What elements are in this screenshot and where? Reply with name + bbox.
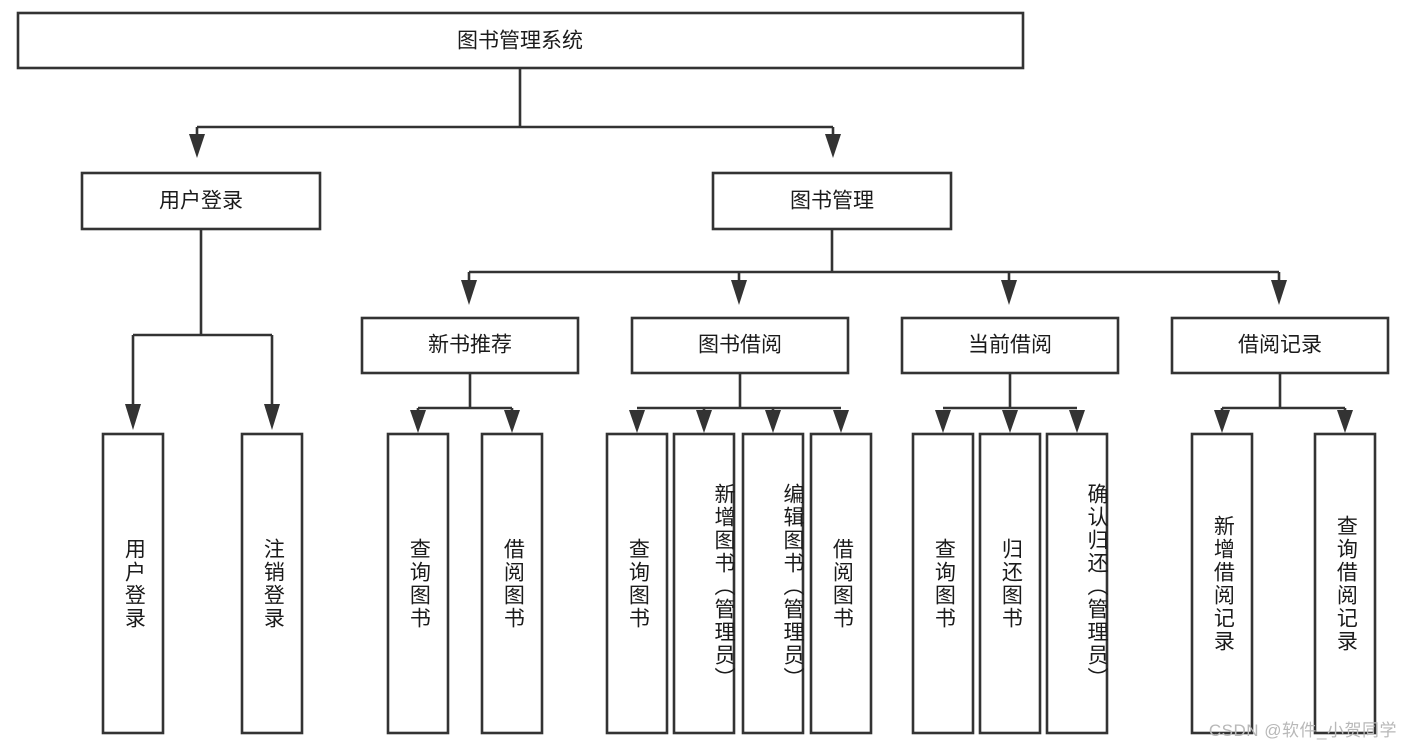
node-current-borrow-box[interactable] [900,316,1120,375]
leaf-box-current-borrow-2[interactable] [978,432,1042,735]
arrow-head-icon [410,410,426,433]
arrow-head-icon [731,280,747,305]
node-book-borrow-box[interactable] [630,316,850,375]
node-root-box[interactable] [16,11,1025,70]
arrow-head-icon [696,410,712,433]
arrow-head-icon [1337,410,1353,433]
csdn-watermark: CSDN @软件_小贺同学 [1208,721,1397,740]
leaf-box-user-login-2[interactable] [240,432,304,735]
leaf-box-current-borrow-3[interactable] [1045,432,1109,735]
node-user-login[interactable]: 用户登录 [80,171,322,231]
node-root[interactable]: 图书管理系统 [16,11,1025,70]
connector-root-to-level1 [189,68,841,158]
leaf-box-user-login-1[interactable] [101,432,165,735]
arrow-head-icon [833,410,849,433]
arrow-head-icon [1271,280,1287,305]
arrow-head-icon [504,410,520,433]
connector-new-book-recommend-to-leaves [410,373,520,433]
node-current-borrow[interactable]: 当前借阅 [900,316,1120,375]
leaf-box-book-borrow-1[interactable] [605,432,669,735]
arrow-head-icon [125,404,141,430]
arrow-head-icon [461,280,477,305]
node-book-management[interactable]: 图书管理 [711,171,953,231]
arrow-head-icon [264,404,280,430]
node-current-borrow-label: 当前借阅 [968,334,1052,357]
arrow-head-icon [765,410,781,433]
connector-borrow-record-to-leaves [1214,373,1353,433]
leaf-box-book-borrow-2[interactable] [672,432,736,735]
node-book-borrow[interactable]: 图书借阅 [630,316,850,375]
node-borrow-record-box[interactable] [1170,316,1390,375]
connector-user-login-to-leaves [125,229,280,430]
connector-current-borrow-to-leaves [935,373,1085,433]
node-book-borrow-label: 图书借阅 [698,334,782,357]
arrow-head-icon [1001,280,1017,305]
connector-book-management-to-level2 [461,229,1287,305]
node-book-management-box[interactable] [711,171,953,231]
leaf-box-new-book-recommend-1[interactable] [386,432,450,735]
node-new-book-recommend-box[interactable] [360,316,580,375]
arrow-head-icon [935,410,951,433]
leaf-box-book-borrow-3[interactable] [741,432,805,735]
node-borrow-record[interactable]: 借阅记录 [1170,316,1390,375]
arrow-head-icon [1069,410,1085,433]
node-book-management-label: 图书管理 [790,190,874,213]
arrow-head-icon [1002,410,1018,433]
node-new-book-recommend-label: 新书推荐 [428,334,512,357]
node-borrow-record-label: 借阅记录 [1238,334,1322,357]
arrow-head-icon [629,410,645,433]
leaf-box-borrow-record-2[interactable] [1313,432,1377,735]
leaf-box-book-borrow-4[interactable] [809,432,873,735]
leaf-box-current-borrow-1[interactable] [911,432,975,735]
arrow-head-icon [1214,410,1230,433]
leaf-box-new-book-recommend-2[interactable] [480,432,544,735]
connector-book-borrow-to-leaves [629,373,849,433]
node-new-book-recommend[interactable]: 新书推荐 [360,316,580,375]
arrow-head-icon [825,134,841,158]
arrow-head-icon [189,134,205,158]
node-user-login-label: 用户登录 [159,190,243,213]
leaf-box-borrow-record-1[interactable] [1190,432,1254,735]
node-root-label: 图书管理系统 [457,30,583,53]
